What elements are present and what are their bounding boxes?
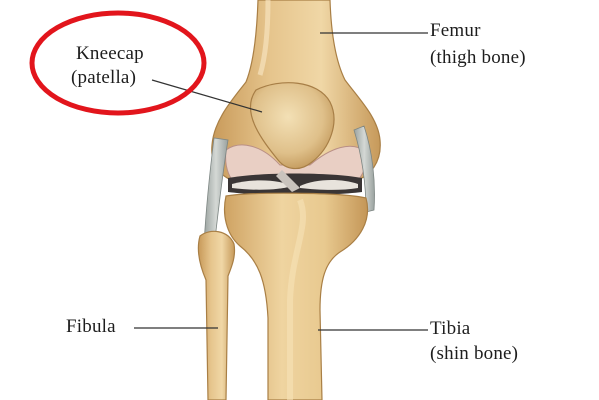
- thigh-bone-label: (thigh bone): [430, 47, 526, 68]
- fibula-bone: [197, 230, 236, 400]
- shin-bone-label: (shin bone): [430, 343, 519, 364]
- femur-label: Femur: [430, 20, 481, 41]
- patella-bone: [250, 82, 335, 170]
- tibia-bone: [223, 192, 369, 400]
- tibia-label: Tibia: [430, 318, 471, 339]
- kneecap-highlight-circle: [29, 10, 207, 116]
- joint-space: [228, 170, 362, 195]
- kneecap-leader-line: [151, 79, 263, 113]
- fibula-label: Fibula: [66, 316, 116, 337]
- patella-label: (patella): [71, 67, 137, 88]
- kneecap-label: Kneecap: [76, 43, 144, 64]
